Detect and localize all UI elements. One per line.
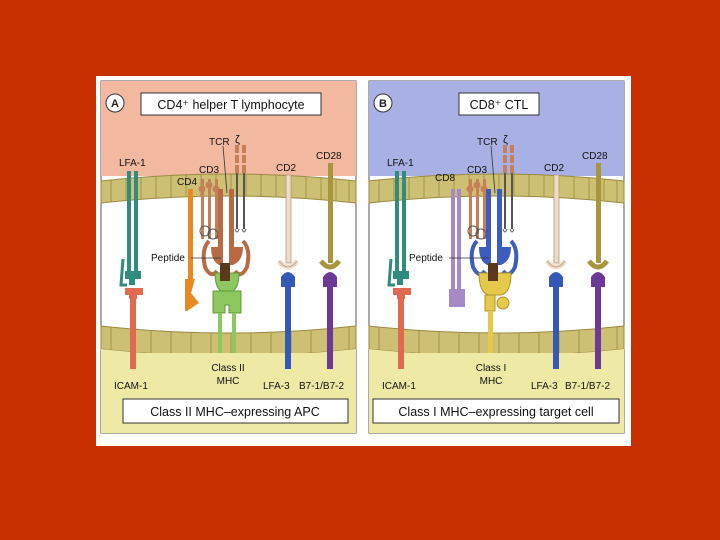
label-cd2: CD2: [544, 163, 564, 174]
label-cd28: CD28: [316, 151, 342, 162]
label-mhc-line2: MHC: [217, 376, 240, 387]
label-lfa3: LFA-3: [263, 381, 290, 392]
cd28-b7-pair: [319, 163, 341, 369]
peptide-mhc-complex: [212, 263, 242, 353]
label-peptide: Peptide: [151, 253, 185, 264]
label-mhc-line1: Class I: [476, 363, 507, 374]
cd3-complex: [466, 179, 488, 240]
label-icam1: ICAM-1: [382, 381, 416, 392]
label-cd28: CD28: [582, 151, 608, 162]
cd8-coreceptor: [449, 189, 465, 307]
lfa1-icam1-pair: [119, 171, 143, 369]
panel-cd8-ctl: B CD8⁺ CTL LFA-1 ICAM-1 CD8: [368, 80, 625, 434]
label-cd3: CD3: [467, 165, 487, 176]
label-peptide: Peptide: [409, 253, 443, 264]
label-tcr: TCR: [477, 137, 498, 148]
label-tcr: TCR: [209, 137, 230, 148]
slide-image: A CD4⁺ helper T lymphocyte LFA-1 ICAM-1 …: [96, 76, 631, 446]
panel-letter: B: [379, 98, 387, 110]
label-mhc-line2: MHC: [480, 376, 503, 387]
label-lfa1: LFA-1: [119, 158, 146, 169]
panel-letter-badge: [105, 93, 125, 113]
tcr-heterodimer: [201, 189, 251, 277]
cd3-complex: [198, 179, 220, 240]
peptide-mhc-complex: [478, 263, 512, 353]
panel-footer: Class II MHC–expressing APC: [150, 405, 320, 419]
zeta-chains: [502, 145, 515, 233]
cd2-lfa3-pair: [277, 174, 299, 369]
label-mhc-line1: Class II: [211, 363, 244, 374]
panel-letter-badge: [373, 93, 393, 113]
label-lfa1: LFA-1: [387, 158, 414, 169]
label-coreceptor: CD8: [435, 173, 455, 184]
cd4-coreceptor: [185, 189, 199, 311]
label-b7: B7-1/B7-2: [565, 381, 610, 392]
lfa1-icam1-pair: [387, 171, 411, 369]
panel-title: CD4⁺ helper T lymphocyte: [157, 98, 304, 112]
label-coreceptor: CD4: [177, 177, 197, 188]
panel-cd4-helper-t-cell: A CD4⁺ helper T lymphocyte LFA-1 ICAM-1 …: [100, 80, 357, 434]
label-zeta: ζ: [235, 134, 240, 146]
cd28-b7-pair: [587, 163, 609, 369]
label-lfa3: LFA-3: [531, 381, 558, 392]
zeta-chains: [234, 145, 247, 233]
cd2-lfa3-pair: [545, 174, 567, 369]
panel-letter: A: [111, 98, 119, 110]
label-cd3: CD3: [199, 165, 219, 176]
label-cd2: CD2: [276, 163, 296, 174]
label-zeta: ζ: [503, 134, 508, 146]
panel-title: CD8⁺ CTL: [470, 98, 529, 112]
panel-footer: Class I MHC–expressing target cell: [398, 405, 593, 419]
t-cell-membrane: [368, 173, 625, 204]
label-b7: B7-1/B7-2: [299, 381, 344, 392]
label-icam1: ICAM-1: [114, 381, 148, 392]
